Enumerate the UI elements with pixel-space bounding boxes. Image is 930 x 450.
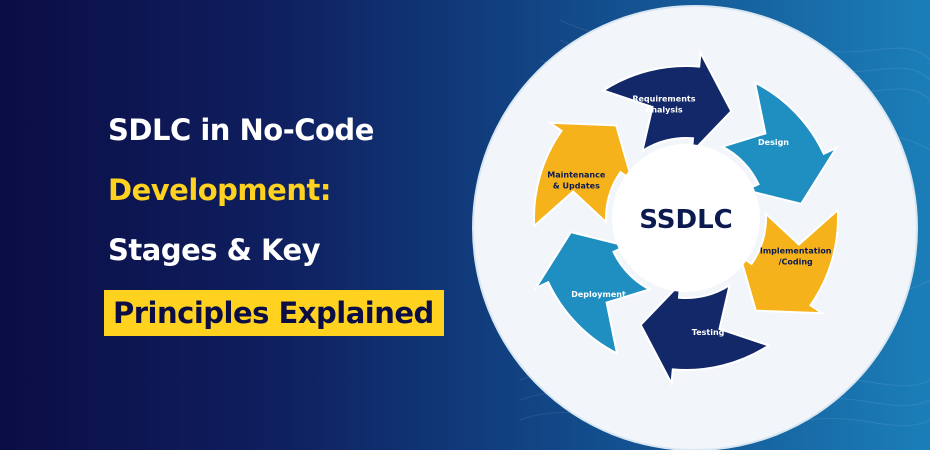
headline-line-4: Principles Explained xyxy=(104,290,444,336)
stage-label-deployment: Deployment xyxy=(571,290,626,299)
diagram-center-circle xyxy=(612,144,760,292)
headline-line-1: SDLC in No-Code xyxy=(108,113,374,147)
headline-line-2: Development: xyxy=(108,173,331,207)
stage-arrow-requirements-analysis xyxy=(600,49,733,156)
stage-arrow-testing xyxy=(639,280,772,387)
stage-label-maintenance-updates: Maintenance& Updates xyxy=(547,171,606,191)
stage-label-design: Design xyxy=(758,138,789,147)
headline: SDLC in No-Code Development: Stages & Ke… xyxy=(104,110,444,356)
stage-arrow-maintenance-updates xyxy=(533,121,634,229)
stage-label-implementation-coding: Implementation/Coding xyxy=(760,246,832,266)
stage-arrow-implementation-coding xyxy=(738,207,839,315)
stage-arrow-design xyxy=(719,80,840,206)
diagram-center-title: SSDLC xyxy=(639,205,733,235)
stage-arrow-deployment xyxy=(532,230,653,356)
stage-label-testing: Testing xyxy=(692,328,725,337)
diagram-disc-rim xyxy=(472,5,918,450)
headline-line-3: Stages & Key xyxy=(108,233,321,267)
